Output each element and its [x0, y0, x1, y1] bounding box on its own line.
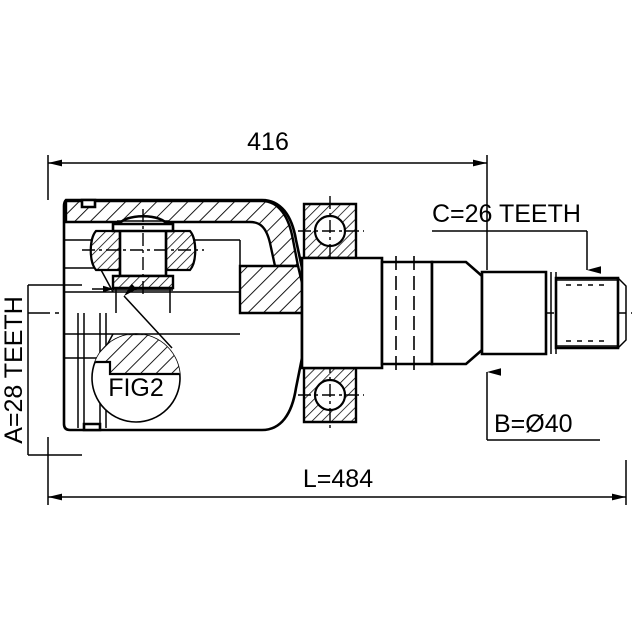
dimension-L484: L=484 [47, 437, 627, 505]
fig2-leader-line [123, 283, 173, 349]
fig2-detail-callout: FIG2 [91, 283, 181, 423]
shaft-taper [430, 260, 484, 366]
shaft-section-large [300, 256, 384, 370]
tripod-bearing [298, 196, 364, 430]
label-Bdia40: B=Ø40 [486, 368, 600, 441]
fig2-hatched-step [92, 334, 180, 376]
fig2-label: FIG2 [108, 374, 164, 402]
housing-top-notch [80, 198, 97, 209]
shaft-spline-end [554, 276, 620, 350]
label-C26teeth-text: C=26 TEETH [432, 200, 581, 228]
dimension-A28teeth-label: A=28 TEETH [0, 296, 28, 444]
housing-right-wedge-section [238, 264, 304, 315]
output-shaft [300, 256, 627, 372]
dimension-A28teeth: A=28 TEETH [0, 284, 82, 456]
shaft-section-mid [380, 260, 434, 366]
roller-left-section [89, 229, 122, 272]
shaft-journal-d40 [480, 270, 548, 356]
dimension-416: 416 [47, 128, 488, 270]
label-Bdia40-text: B=Ø40 [494, 410, 573, 438]
label-C26teeth: C=26 TEETH [432, 200, 601, 274]
dimension-416-label: 416 [247, 128, 289, 156]
fig2-detail-content [92, 334, 180, 376]
trunnion-roller-assembly [82, 209, 204, 313]
dimension-L484-label: L=484 [303, 465, 373, 493]
